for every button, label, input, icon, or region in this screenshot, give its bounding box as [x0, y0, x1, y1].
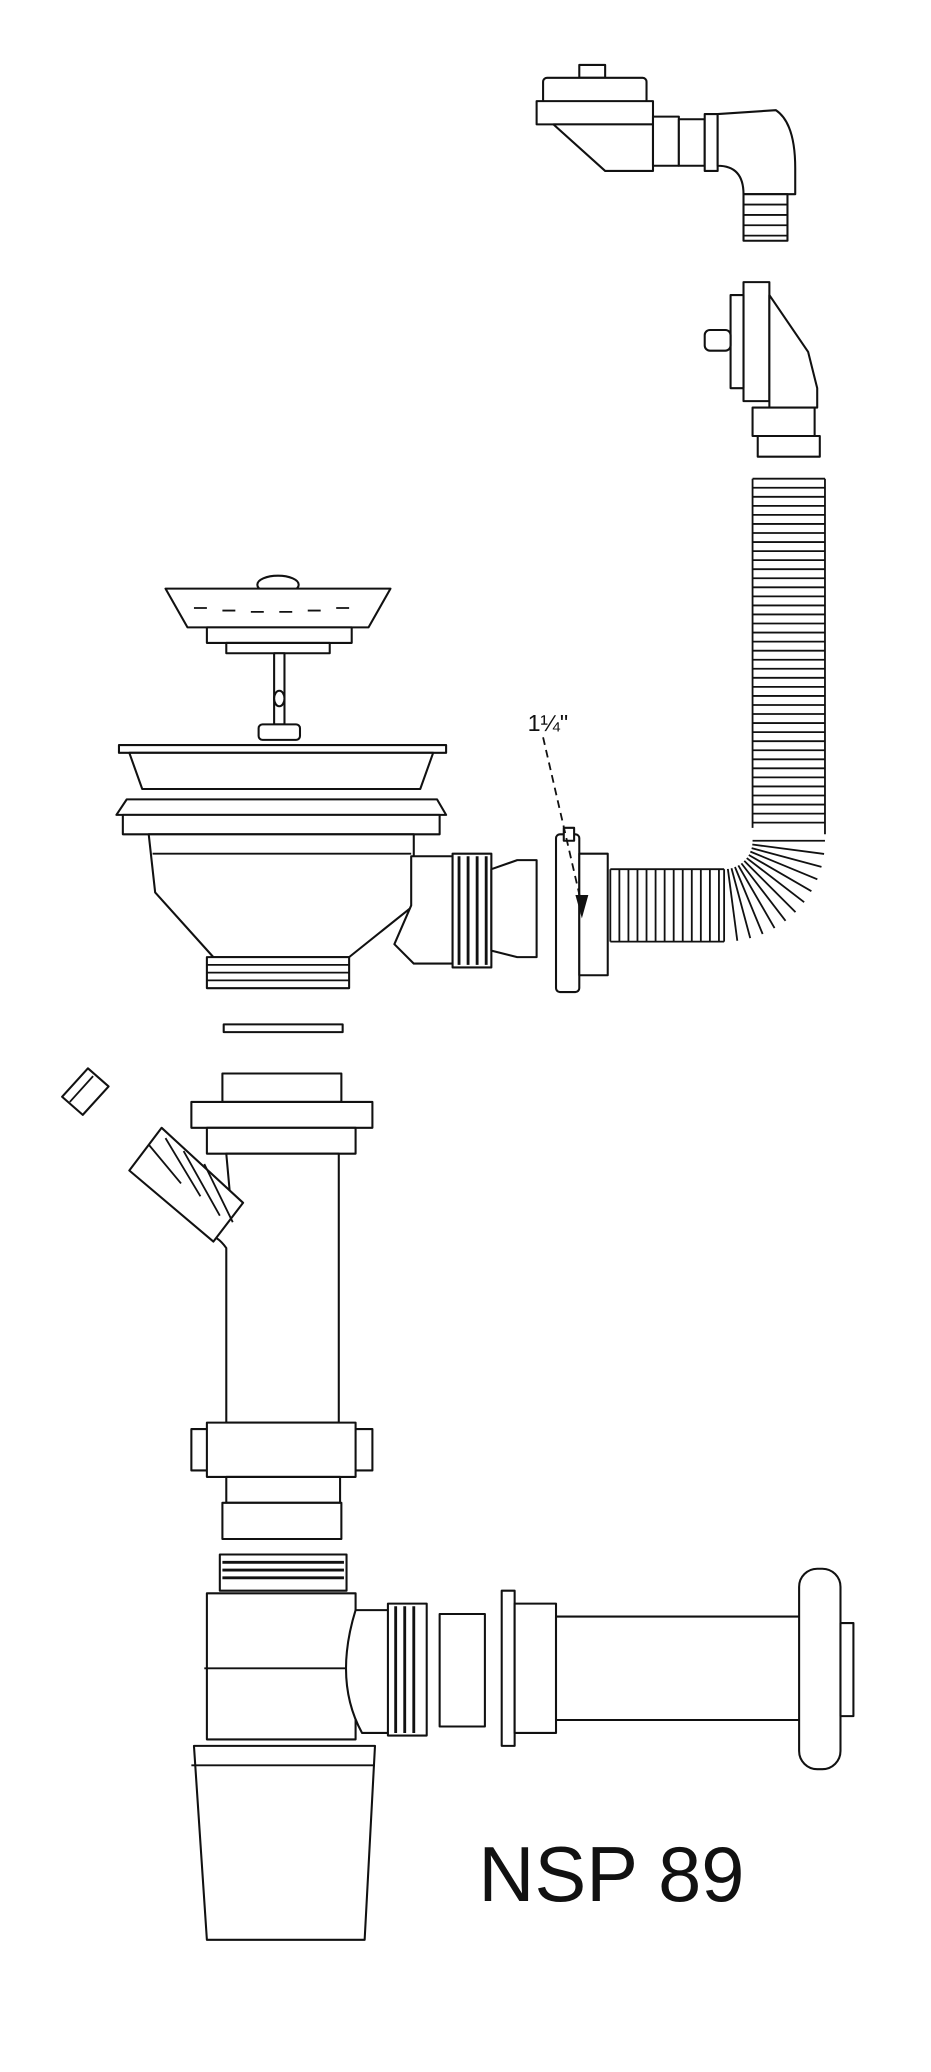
size-label: 1¼"	[528, 710, 569, 736]
plug-cap	[61, 1067, 110, 1116]
hose-rib	[740, 862, 787, 922]
hose-rib	[748, 854, 812, 892]
trap-tube	[128, 1072, 374, 1541]
dimension-callout	[542, 737, 589, 919]
hose-rib	[734, 866, 764, 935]
hose-rib	[610, 868, 725, 943]
hose-rib	[730, 868, 752, 939]
hose-rib	[746, 857, 805, 903]
hose-rib	[743, 860, 797, 913]
connector-1-1-4	[554, 826, 609, 994]
corrugated-hose	[609, 477, 826, 943]
hose-rib	[751, 478, 826, 835]
hose-rib	[751, 847, 822, 868]
model-label: NSP 89	[478, 1832, 744, 1918]
hose-rib	[750, 850, 818, 881]
overflow-head-bottom	[703, 281, 821, 458]
hose-rib	[752, 843, 825, 855]
sink-outlet-body	[115, 744, 538, 990]
overflow-head-top	[535, 63, 797, 242]
hose-rib	[737, 864, 776, 929]
hose-rib	[726, 868, 739, 941]
strainer-basket	[164, 574, 392, 741]
washer	[222, 1023, 344, 1034]
bottle-trap	[191, 1553, 855, 1941]
